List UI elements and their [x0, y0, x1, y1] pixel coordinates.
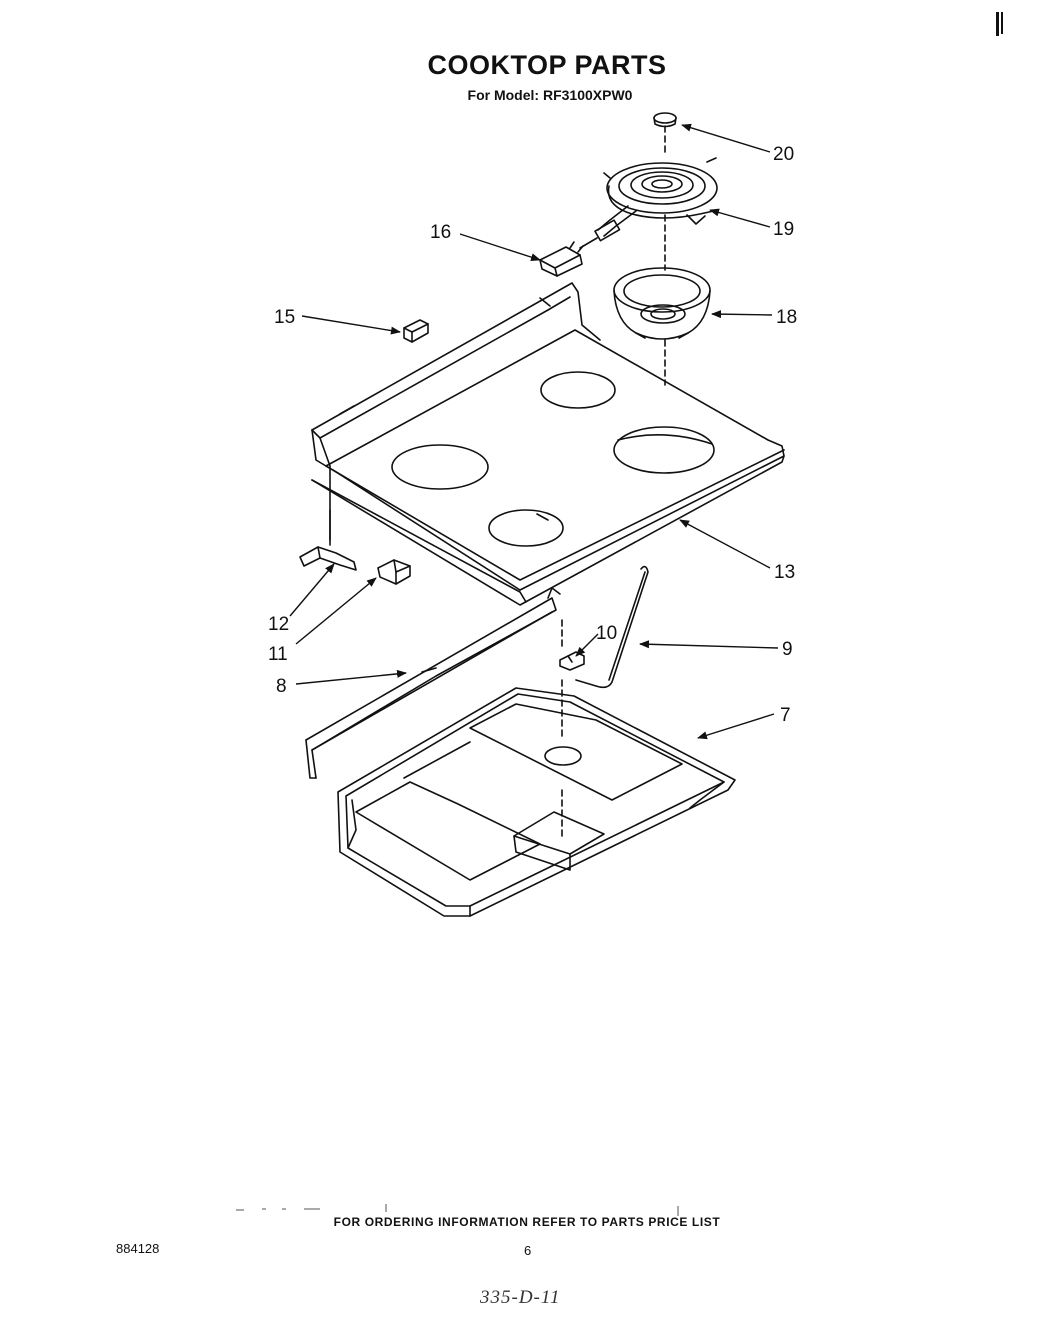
leader-11: [295, 577, 377, 645]
scan-mark: [1001, 12, 1003, 34]
scan-specks: [236, 1204, 679, 1216]
callout-10: 10: [596, 623, 617, 644]
part-19-surface-element: [579, 157, 719, 249]
part-18-drip-bowl: [613, 267, 711, 340]
leader-9: [639, 640, 779, 649]
part-7-burner-box: [337, 687, 736, 917]
ordering-note: FOR ORDERING INFORMATION REFER TO PARTS …: [333, 1215, 721, 1229]
callout-11: 11: [268, 644, 288, 665]
leader-18: [711, 310, 773, 319]
leader-8: [295, 669, 407, 685]
part-12-bracket: [299, 509, 357, 571]
part-20-cap: [653, 112, 677, 128]
handwritten-note: 335-D-11: [480, 1287, 561, 1308]
leader-7: [697, 713, 775, 740]
page-number: 6: [524, 1243, 532, 1258]
part-9-rod: [575, 565, 649, 689]
callout-16: 16: [430, 222, 451, 243]
document-number: 884128: [116, 1241, 160, 1256]
leader-19: [709, 208, 771, 228]
callout-9: 9: [782, 639, 793, 660]
callout-19: 19: [773, 219, 794, 240]
page-title: COOKTOP PARTS: [427, 50, 667, 80]
callout-15: 15: [274, 307, 295, 328]
leader-12: [289, 563, 335, 617]
scan-mark: [996, 12, 999, 36]
leader-13: [679, 519, 771, 569]
callout-13: 13: [774, 562, 795, 583]
leader-10: [575, 633, 599, 657]
part-15-clip: [403, 319, 429, 343]
part-16-terminal-block: [539, 241, 584, 277]
leader-15: [301, 315, 401, 335]
leader-16: [459, 233, 541, 262]
callout-12: 12: [268, 614, 289, 635]
model-subtitle: For Model: RF3100XPW0: [467, 87, 633, 103]
callout-18: 18: [776, 307, 797, 328]
callout-7: 7: [780, 705, 791, 726]
callout-20: 20: [773, 144, 794, 165]
part-13-cooktop: [311, 282, 785, 606]
part-8-front-trim: [305, 587, 561, 779]
part-11-clip: [377, 559, 411, 585]
part-10-clip: [559, 651, 585, 671]
leader-20: [681, 123, 771, 153]
callout-8: 8: [276, 676, 287, 697]
